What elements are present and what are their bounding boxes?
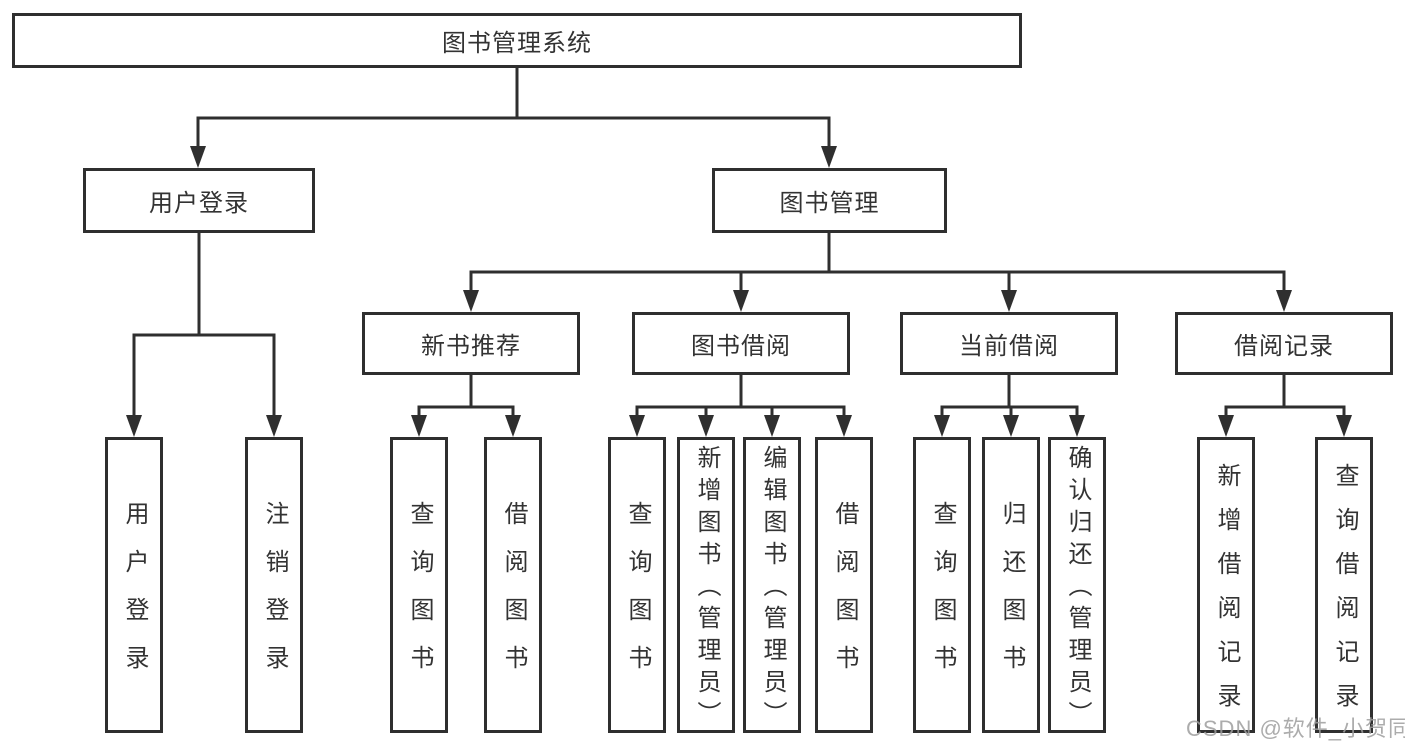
leaf-logout: 注销登录 [245, 437, 303, 733]
leaf-edit-book-admin: 编辑图书（管理员） [743, 437, 801, 733]
node-new-book-recommend: 新书推荐 [362, 312, 580, 375]
leaf-add-borrow-record-label: 新增借阅记录 [1213, 463, 1240, 727]
leaf-edit-book-admin-label: 编辑图书（管理员） [759, 445, 786, 733]
node-book-management-label: 图书管理 [779, 190, 880, 217]
watermark: CSDN @软件_小贺同学 [1186, 716, 1405, 741]
leaf-user-login-label: 用户登录 [121, 501, 148, 693]
leaf-query-books-current: 查询图书 [913, 437, 971, 733]
node-borrow-records: 借阅记录 [1175, 312, 1393, 375]
node-user-login: 用户登录 [83, 168, 315, 233]
node-book-management: 图书管理 [712, 168, 947, 233]
node-root-label: 图书管理系统 [442, 30, 592, 57]
leaf-confirm-return-admin: 确认归还（管理员） [1048, 437, 1106, 733]
node-user-login-label: 用户登录 [149, 190, 249, 217]
leaf-add-borrow-record: 新增借阅记录 [1197, 437, 1255, 733]
leaf-query-books-current-label: 查询图书 [929, 501, 956, 693]
node-current-borrow-label: 当前借阅 [959, 333, 1059, 360]
leaf-borrow-books-recommend-label: 借阅图书 [500, 501, 527, 693]
leaf-borrow-books: 借阅图书 [815, 437, 873, 733]
leaf-query-borrow-record-label: 查询借阅记录 [1331, 463, 1358, 727]
node-book-borrow: 图书借阅 [632, 312, 850, 375]
leaf-user-login: 用户登录 [105, 437, 163, 733]
leaf-query-borrow-record: 查询借阅记录 [1315, 437, 1373, 733]
node-new-book-recommend-label: 新书推荐 [421, 333, 521, 360]
leaf-query-books-borrow: 查询图书 [608, 437, 666, 733]
leaf-add-book-admin-label: 新增图书（管理员） [693, 445, 720, 733]
leaf-add-book-admin: 新增图书（管理员） [677, 437, 735, 733]
leaf-logout-label: 注销登录 [261, 501, 288, 693]
leaf-query-books-recommend-label: 查询图书 [406, 501, 433, 693]
leaf-query-books-recommend: 查询图书 [390, 437, 448, 733]
leaf-confirm-return-admin-label: 确认归还（管理员） [1064, 445, 1091, 733]
leaf-query-books-borrow-label: 查询图书 [624, 501, 651, 693]
leaf-return-book-label: 归还图书 [998, 501, 1025, 693]
leaf-borrow-books-label: 借阅图书 [831, 501, 858, 693]
leaf-return-book: 归还图书 [982, 437, 1040, 733]
leaf-borrow-books-recommend: 借阅图书 [484, 437, 542, 733]
node-borrow-records-label: 借阅记录 [1234, 333, 1334, 360]
node-book-borrow-label: 图书借阅 [691, 333, 791, 360]
node-root: 图书管理系统 [12, 13, 1022, 68]
node-current-borrow: 当前借阅 [900, 312, 1118, 375]
